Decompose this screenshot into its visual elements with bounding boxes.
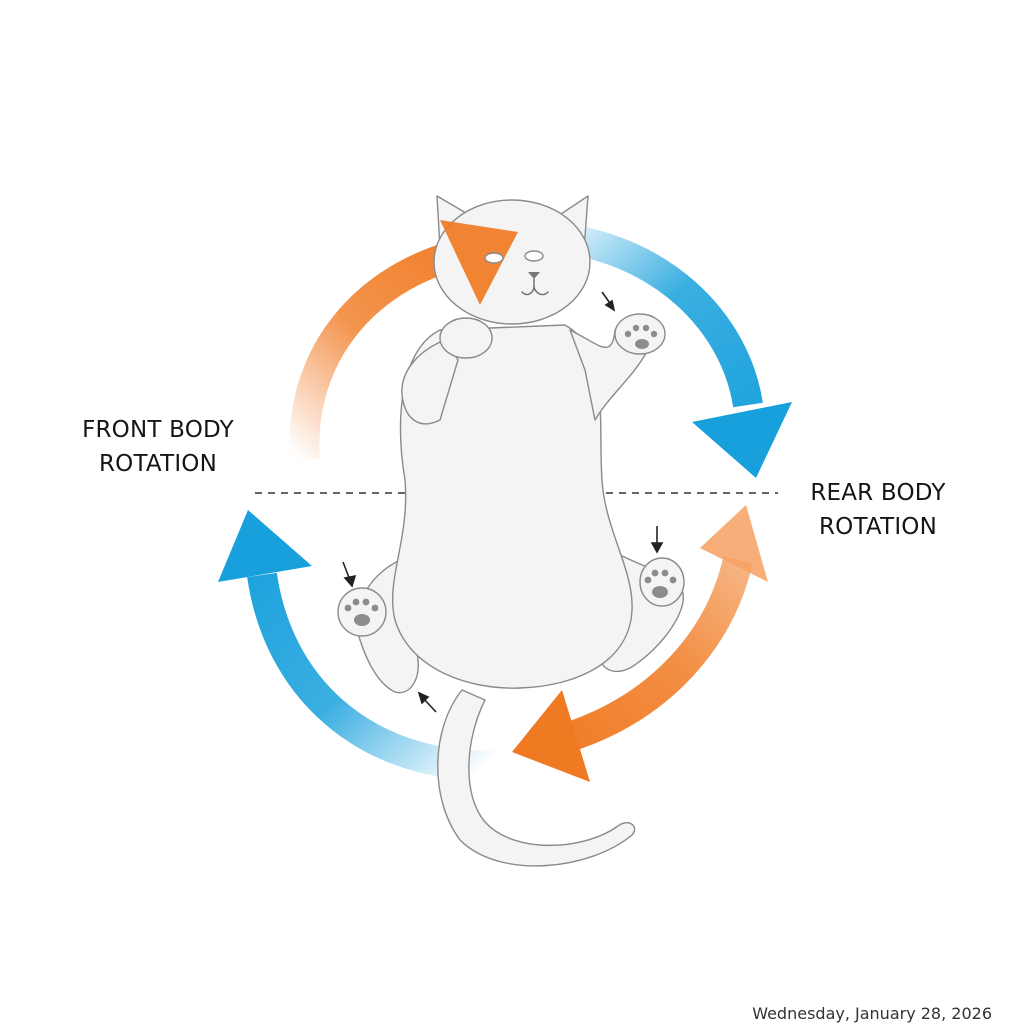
date-stamp: Wednesday, January 28, 2026	[752, 1004, 992, 1023]
rear-label-line-2: ROTATION	[818, 514, 938, 540]
cat-right-front-paw	[614, 313, 666, 355]
cat-body	[391, 324, 633, 689]
cat-right-rear-paw	[639, 557, 685, 607]
front-label-line-2: ROTATION	[98, 451, 218, 477]
cat-head	[433, 199, 591, 325]
cat-left-rear-paw	[337, 587, 387, 637]
front-blue-rotation-arrow-icon	[558, 223, 792, 478]
rear-orange-rotation-arrow-icon	[512, 505, 768, 782]
cat-tail	[437, 689, 636, 867]
cat-illustration	[337, 195, 685, 867]
front-label-line-1: FRONT BODY	[82, 417, 234, 443]
cat-face	[484, 250, 549, 296]
paw-icon	[344, 324, 677, 626]
front-body-rotation-label: FRONT BODY ROTATION	[58, 413, 258, 481]
rear-body-rotation-label: REAR BODY ROTATION	[778, 476, 978, 544]
cat-left-front-paw	[439, 317, 493, 359]
cat-left-front-leg	[401, 339, 459, 425]
motion-arrow-icon	[342, 291, 664, 713]
rear-label-line-1: REAR BODY	[810, 480, 946, 506]
front-orange-arrowhead	[440, 220, 518, 305]
